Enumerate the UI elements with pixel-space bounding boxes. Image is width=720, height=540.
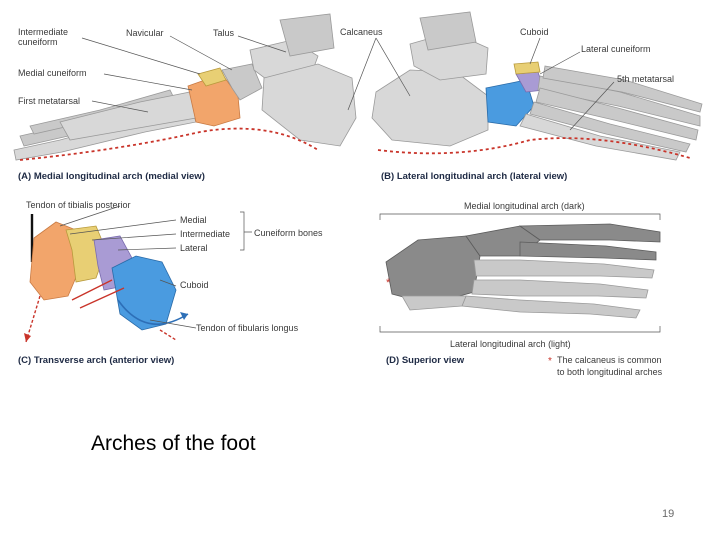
caption-panel-a: (A) Medial longitudinal arch (medial vie… <box>18 171 205 182</box>
asterisk-note: * <box>548 356 552 367</box>
medial-cuneiform-c <box>29 221 81 301</box>
slide-title: Arches of the foot <box>91 432 256 455</box>
label-lateral: Lateral <box>180 243 208 253</box>
note-calcaneus-2: to both longitudinal arches <box>557 367 663 377</box>
label-cuneiform-bones: Cuneiform bones <box>254 228 323 238</box>
panel-d-superior-view: * Medial longitudinal arch (dark) Latera… <box>379 201 663 377</box>
label-talus: Talus <box>213 28 235 38</box>
caption-panel-d: (D) Superior view <box>386 355 465 366</box>
label-calcaneus: Calcaneus <box>340 27 383 37</box>
intermediate-cuneiform-bone <box>197 67 227 87</box>
label-navicular: Navicular <box>126 28 164 38</box>
label-lateral-cuneiform: Lateral cuneiform <box>581 44 651 54</box>
label-first-metatarsal: First metatarsal <box>18 96 80 106</box>
foot-arches-illustration: Intermediate cuneiform Navicular Talus M… <box>13 11 703 377</box>
foot-arches-figure: Intermediate cuneiform Navicular Talus M… <box>13 11 703 377</box>
label-lateral-arch-light: Lateral longitudinal arch (light) <box>450 339 571 349</box>
asterisk-heel: * <box>386 277 391 289</box>
label-tendon-tibialis: Tendon of tibialis posterior <box>26 200 131 210</box>
panel-b-lateral-view: Calcaneus Cuboid Lateral cuneiform 5th m… <box>340 11 703 182</box>
panel-a-medial-view: Intermediate cuneiform Navicular Talus M… <box>13 13 357 182</box>
label-medial: Medial <box>180 215 207 225</box>
label-intermediate-cuneiform-2: cuneiform <box>18 37 58 47</box>
label-cuboid-b: Cuboid <box>520 27 549 37</box>
label-fifth-metatarsal: 5th metatarsal <box>617 74 674 84</box>
caption-panel-c: (C) Transverse arch (anterior view) <box>18 355 174 366</box>
note-calcaneus-1: The calcaneus is common <box>557 355 662 365</box>
label-intermediate: Intermediate <box>180 229 230 239</box>
caption-panel-b: (B) Lateral longitudinal arch (lateral v… <box>381 171 567 182</box>
label-medial-cuneiform: Medial cuneiform <box>18 68 87 78</box>
cuboid-c <box>111 255 177 331</box>
label-intermediate-cuneiform-1: Intermediate <box>18 27 68 37</box>
label-tendon-fibularis: Tendon of fibularis longus <box>196 323 299 333</box>
panel-c-transverse-arch: Tendon of tibialis posterior Medial Inte… <box>18 200 323 366</box>
label-medial-arch-dark: Medial longitudinal arch (dark) <box>464 201 585 211</box>
page-number: 19 <box>662 508 675 520</box>
label-cuboid-c: Cuboid <box>180 280 209 290</box>
